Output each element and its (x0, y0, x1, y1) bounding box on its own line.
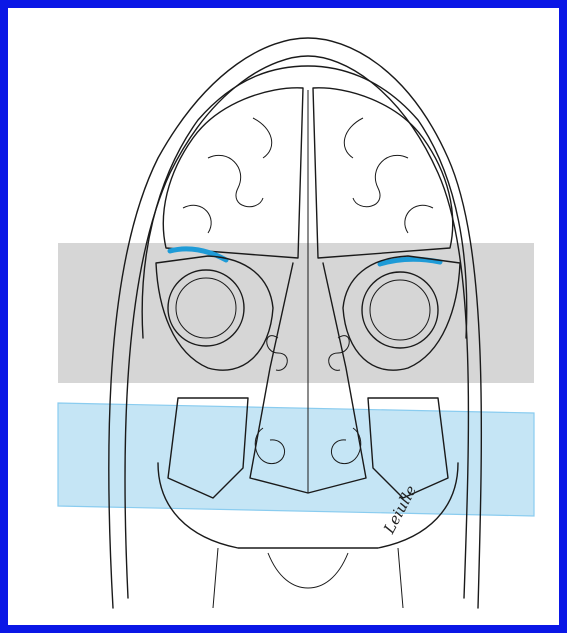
coronal-section-illustration (8, 8, 559, 625)
brain (163, 88, 452, 263)
maxillary-band (58, 403, 534, 516)
